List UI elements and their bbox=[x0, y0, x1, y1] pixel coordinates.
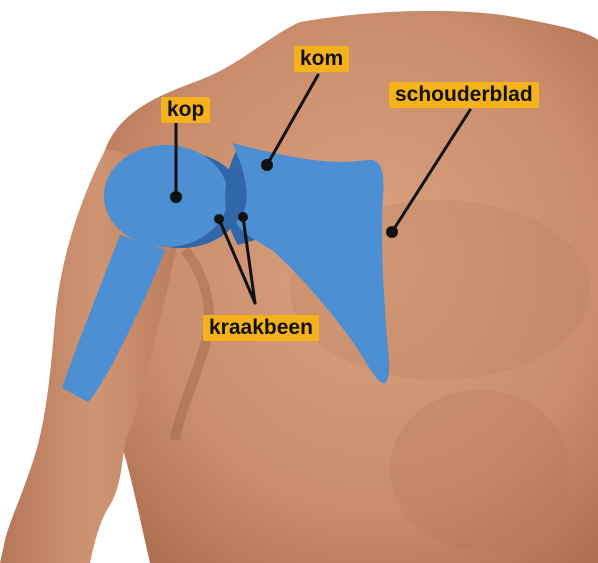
label-kraakbeen: kraakbeen bbox=[203, 315, 319, 341]
label-schouderblad: schouderblad bbox=[389, 82, 539, 108]
kraakbeen-dot-right bbox=[238, 212, 248, 222]
abdomen-shading bbox=[390, 390, 570, 550]
schouderblad-dot bbox=[386, 226, 398, 238]
kraakbeen-dot-left bbox=[214, 214, 224, 224]
kom-dot bbox=[261, 159, 273, 171]
label-kom: kom bbox=[294, 46, 349, 72]
kop-dot bbox=[170, 191, 182, 203]
humeral-head bbox=[104, 145, 228, 247]
label-kop: kop bbox=[161, 97, 210, 123]
